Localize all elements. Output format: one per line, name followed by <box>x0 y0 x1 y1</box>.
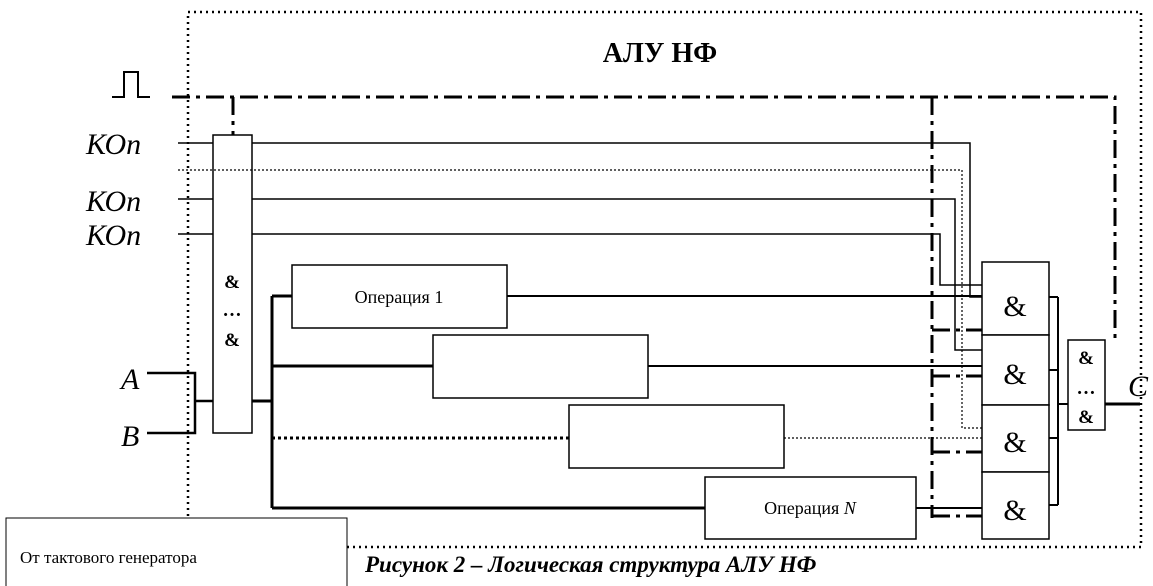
kop-input-label-1: КОп <box>85 128 141 161</box>
final-gate-dots: … <box>1077 378 1096 399</box>
operation-2-block <box>432 334 649 399</box>
final-gate-bottom-symbol: & <box>1078 407 1094 428</box>
output-gate-3-symbol: & <box>1003 426 1026 459</box>
output-and-gate-1 <box>981 261 1050 336</box>
diagram-title: АЛУ НФ <box>603 38 717 69</box>
figure-caption: Рисунок 2 – Логическая структура АЛУ НФ <box>364 552 816 577</box>
operation-3-block <box>568 404 785 469</box>
clock-source-note-box <box>5 517 348 586</box>
operation-n-label: Операция N <box>764 498 857 518</box>
input-gate-bottom-symbol: & <box>224 330 240 351</box>
clock-pulse-icon <box>112 71 150 98</box>
output-and-gate-4 <box>981 471 1050 540</box>
operand-b-label: В <box>121 420 139 453</box>
input-gate-dots: … <box>223 300 242 321</box>
operand-bus <box>252 294 705 510</box>
kop-input-lines <box>178 142 213 235</box>
output-gate-1-symbol: & <box>1003 290 1026 323</box>
input-gate-top-symbol: & <box>224 272 240 293</box>
operation-n-block <box>704 476 917 540</box>
result-label: С <box>1128 370 1149 403</box>
operation-1-label: Операция 1 <box>355 287 444 307</box>
clock-source-note: От тактового генератора <box>20 548 197 567</box>
output-and-gate-2 <box>981 334 1050 406</box>
output-gate-stack <box>981 261 1050 540</box>
operand-input-lines <box>147 371 213 435</box>
clock-network <box>172 95 1117 518</box>
final-gate-top-symbol: & <box>1078 348 1094 369</box>
kop-input-label-2: КОп <box>85 185 141 218</box>
output-gate-2-symbol: & <box>1003 358 1026 391</box>
operation-1-block <box>291 264 508 329</box>
gate-output-bus <box>1049 296 1068 506</box>
output-and-gate-3 <box>981 404 1050 473</box>
operand-a-label: А <box>119 363 140 396</box>
input-gate-column <box>212 134 253 434</box>
operation-output-lines <box>507 295 982 509</box>
output-gate-4-symbol: & <box>1003 494 1026 527</box>
kop-input-label-3: КОп <box>85 219 141 252</box>
dotted-opcode-line <box>178 169 982 429</box>
final-gate <box>1067 339 1106 431</box>
